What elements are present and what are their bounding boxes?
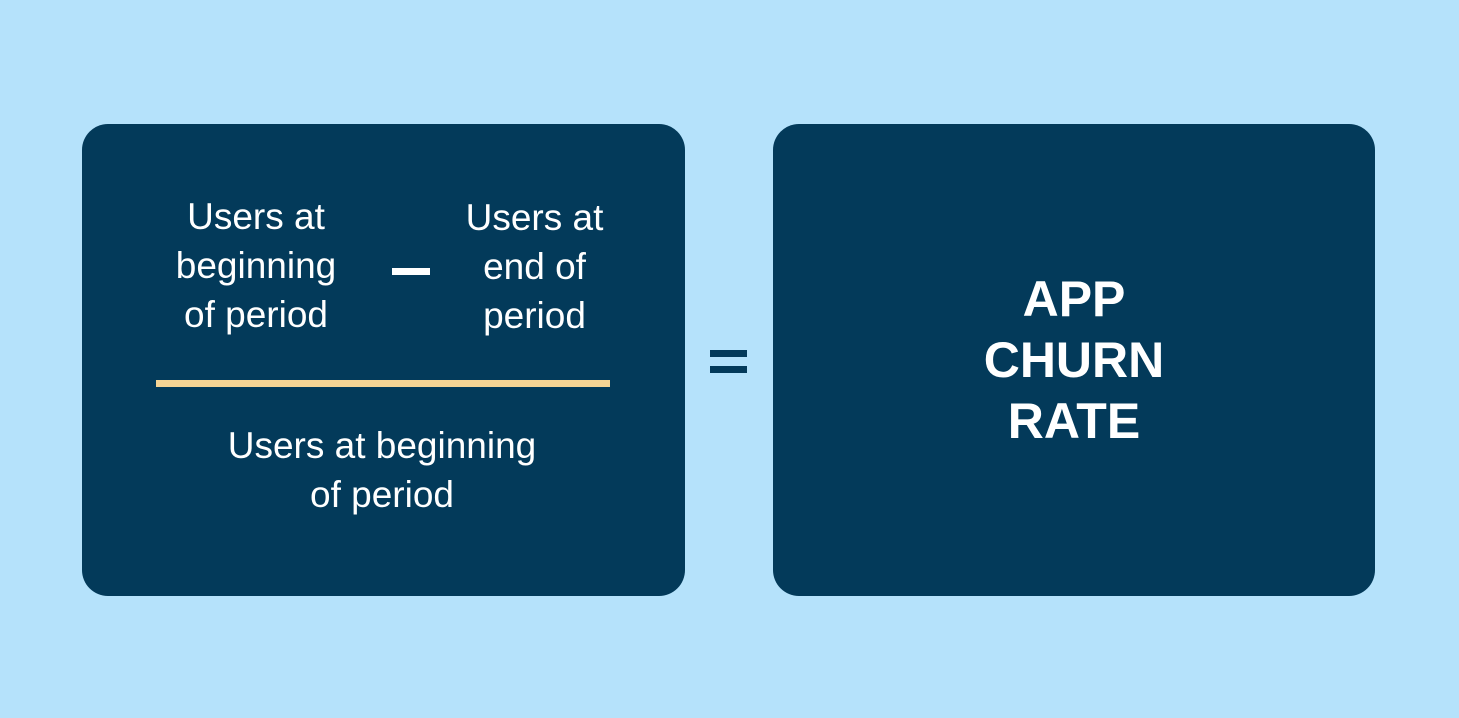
result-label: APP CHURN RATE bbox=[983, 271, 1165, 449]
numerator-users-at-beginning: Users at beginning of period bbox=[175, 196, 337, 335]
equals-bar-top bbox=[710, 350, 747, 357]
equals-bar-bottom bbox=[710, 366, 747, 373]
result-card: APP CHURN RATE bbox=[773, 124, 1375, 596]
numerator-users-at-end: Users at end of period bbox=[465, 197, 604, 336]
equals-icon bbox=[710, 350, 747, 374]
formula-card: Users at beginning of period Users at en… bbox=[82, 124, 685, 596]
denominator-users-at-beginning: Users at beginning of period bbox=[227, 425, 537, 515]
fraction-bar bbox=[156, 380, 610, 387]
minus-icon bbox=[392, 268, 430, 275]
